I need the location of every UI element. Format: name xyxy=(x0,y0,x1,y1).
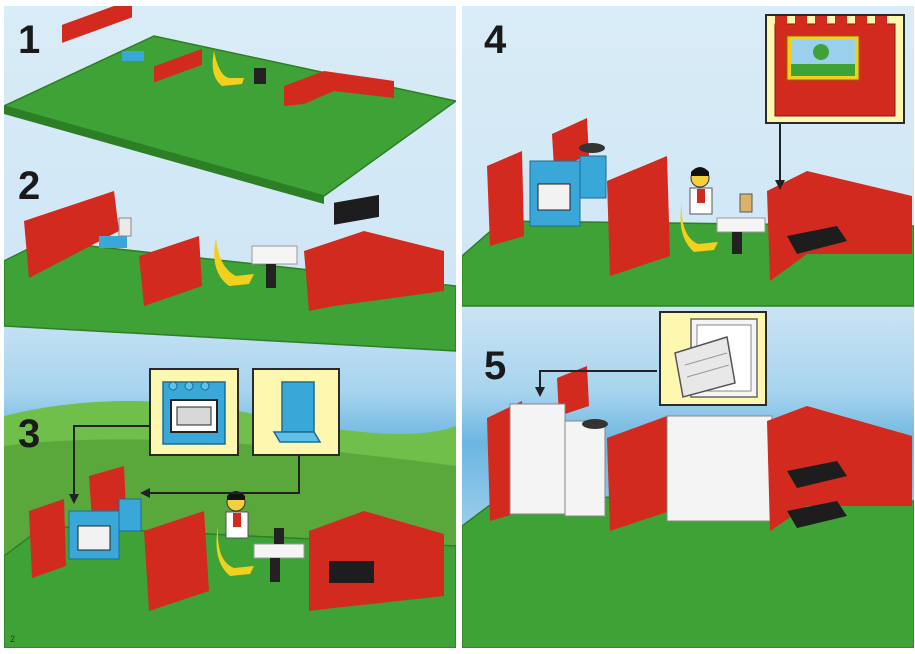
red-wall-brick xyxy=(62,6,132,43)
stove-oven-door xyxy=(78,526,110,550)
blue-panel xyxy=(119,499,141,531)
minifigure-tie-4 xyxy=(697,189,705,203)
red-wall-step4-middle xyxy=(607,156,670,276)
frying-pan xyxy=(579,143,605,153)
window-illustration xyxy=(661,313,765,404)
white-table-3 xyxy=(254,544,304,558)
mug xyxy=(740,194,752,212)
arrow-head xyxy=(535,387,545,397)
black-brick xyxy=(254,68,266,84)
step-number: 4 xyxy=(484,20,506,60)
callout-stove xyxy=(149,368,239,456)
table-leg-3 xyxy=(270,558,280,582)
page-number: 2 xyxy=(10,634,15,644)
frying-pan-5 xyxy=(582,419,608,429)
minifigure-tie xyxy=(233,513,241,527)
step-number: 3 xyxy=(18,414,40,454)
white-table-top xyxy=(252,246,297,264)
white-window-1 xyxy=(510,404,565,514)
white-table-4 xyxy=(717,218,765,232)
step-number: 5 xyxy=(484,346,506,386)
blue-plate xyxy=(122,51,144,61)
panel-illustration xyxy=(254,370,338,454)
picture-wall-illustration xyxy=(767,16,903,122)
left-page-illustration xyxy=(4,6,456,648)
table-leg xyxy=(266,264,276,288)
stove-illustration xyxy=(151,370,237,454)
black-plate xyxy=(334,195,379,225)
table-leg-4 xyxy=(732,232,742,254)
left-page: 1 2 3 2 xyxy=(4,6,456,648)
right-page: 4 5 xyxy=(462,6,914,648)
blue-plate-2 xyxy=(99,236,127,248)
red-wall-step4-left xyxy=(487,151,524,246)
white-window-3 xyxy=(667,416,772,521)
stove-door-4 xyxy=(538,184,570,210)
callout-window xyxy=(659,311,767,406)
white-window-2 xyxy=(565,421,605,516)
step-number: 1 xyxy=(18,20,40,60)
red-wall-step3-left xyxy=(29,499,66,578)
step-number: 2 xyxy=(18,166,40,206)
white-cup xyxy=(119,218,131,236)
black-cup xyxy=(274,528,284,544)
black-plate-3 xyxy=(329,561,374,583)
callout-panel xyxy=(252,368,340,456)
callout-picture-wall xyxy=(765,14,905,124)
blue-panel-4 xyxy=(580,156,606,198)
red-wall-step5-middle xyxy=(607,416,670,531)
minifigure-hair-4 xyxy=(691,167,709,176)
